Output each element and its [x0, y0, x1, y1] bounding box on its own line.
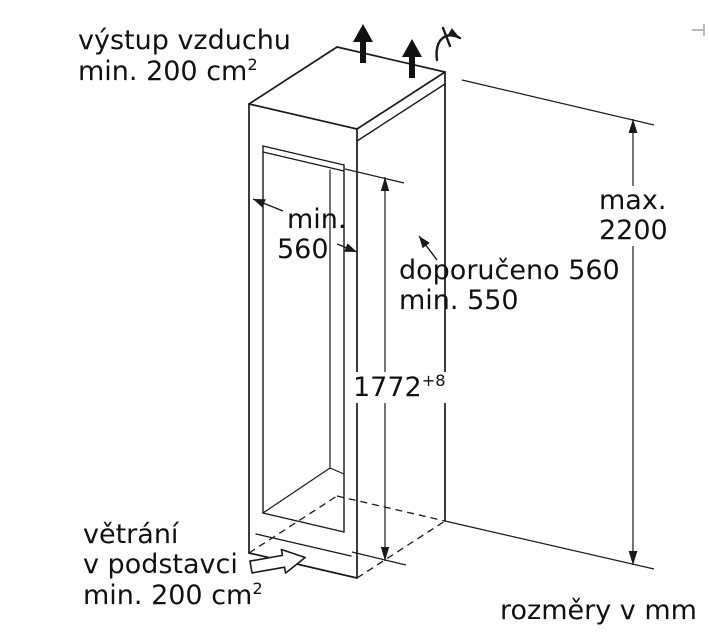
width-dimension-label: min. 560	[277, 204, 347, 266]
air-outlet-sup: 2	[247, 55, 258, 75]
air-outlet-line2-text: min. 200 cm	[78, 56, 248, 88]
base-vent-line1: větrání	[83, 519, 179, 550]
base-vent-line3: min. 200 cm2	[83, 580, 263, 611]
width-dim-line1: min.	[287, 204, 347, 235]
dim-line-2200	[444, 79, 655, 570]
air-up-arrow-1	[353, 24, 373, 63]
max-height-line2: 2200	[596, 215, 671, 247]
depth-dim-line1: doporučeno 560	[399, 255, 620, 286]
niche-height-value-wrap: 1772+8	[350, 371, 449, 403]
niche-height-label: 1772+8	[350, 371, 449, 403]
cabinet-hidden-edges	[248, 495, 446, 579]
max-height-label: max. 2200	[596, 185, 671, 247]
base-vent-label: větrání v podstavci min. 200 cm2	[83, 519, 263, 612]
base-vent-sup: 2	[252, 579, 263, 599]
max-height-line1: max.	[596, 185, 671, 217]
air-deflect-arrow-icon	[435, 26, 462, 62]
cabinet-interior-edges	[262, 169, 345, 514]
dim-arrow-depth	[418, 235, 438, 261]
base-vent-line2: v podstavci	[83, 549, 238, 581]
air-outlet-line1: výstup vzduchu	[78, 25, 291, 56]
dim-arrow-min560-left	[252, 198, 284, 212]
cabinet-outer-edges	[248, 46, 446, 579]
base-vent-arrow-icon	[249, 548, 306, 574]
air-outlet-line2: min. 200 cm2	[78, 56, 291, 87]
screen-artifact	[692, 24, 705, 36]
cabinet-front-frame	[255, 83, 446, 557]
niche-height-value: 1772	[353, 372, 422, 403]
depth-dim-line2: min. 550	[399, 285, 519, 317]
base-vent-line3-text: min. 200 cm	[83, 580, 253, 612]
depth-dimension-label: doporučeno 560 min. 550	[399, 255, 620, 317]
air-up-arrow-2	[402, 39, 422, 78]
niche-height-tolerance: +8	[421, 371, 446, 390]
air-outlet-label: výstup vzduchu min. 200 cm2	[78, 25, 291, 87]
dim-line-1772	[344, 168, 407, 566]
dim-arrow-min560-right	[336, 243, 358, 253]
units-note: rozměry v mm	[500, 595, 697, 626]
width-dim-line2: 560	[277, 234, 329, 266]
